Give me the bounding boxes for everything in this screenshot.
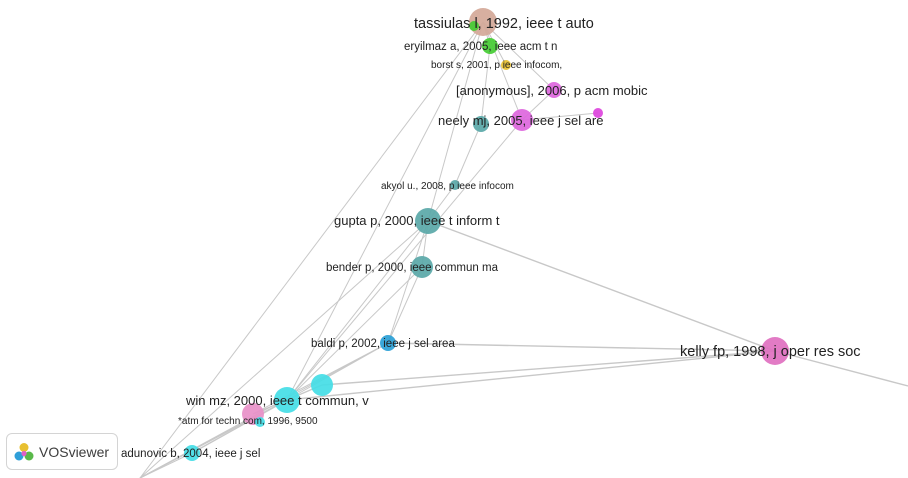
link-edge xyxy=(521,112,599,121)
vosviewer-label: VOSviewer xyxy=(39,443,110,460)
node-label-bender[interactable]: bender p, 2000, ieee commun ma xyxy=(326,262,499,274)
vosviewer-badge[interactable]: VOSviewer xyxy=(6,433,118,470)
node-gupta[interactable] xyxy=(415,208,441,234)
node-eryilmaz[interactable] xyxy=(482,38,498,54)
link-edge xyxy=(286,21,484,401)
link-edge xyxy=(427,220,776,352)
node-label-baldi[interactable]: baldi p, 2002, ieee j sel area xyxy=(311,338,455,350)
node-neely[interactable] xyxy=(511,109,533,131)
labels-layer: tassiulas l, 1992, ieee t auto eryilmaz a… xyxy=(121,16,861,460)
node-kelly[interactable] xyxy=(761,337,789,365)
link-edge xyxy=(482,21,555,91)
node-label-akyol[interactable]: akyol u., 2008, p ieee infocom xyxy=(381,181,514,192)
node-label-anonymous[interactable]: [anonymous], 2006, p acm mobic xyxy=(456,83,648,98)
node-label-neely[interactable]: neely mj, 2005, ieee j sel are xyxy=(438,113,603,128)
link-edge xyxy=(774,350,908,387)
node-magenta-small[interactable] xyxy=(593,108,603,118)
node-radunovic[interactable] xyxy=(184,445,200,461)
link-edge xyxy=(139,21,484,478)
link-edge xyxy=(139,220,429,478)
link-edge xyxy=(286,119,523,401)
node-cyan-atm[interactable] xyxy=(255,417,265,427)
node-baldi[interactable] xyxy=(380,335,396,351)
node-label-atm[interactable]: *atm for techn com, 1996, 9500 xyxy=(178,416,318,427)
vosviewer-logo-icon xyxy=(14,442,34,460)
link-edge xyxy=(454,123,482,186)
node-label-win[interactable]: win mz, 2000, ieee t commun, v xyxy=(185,393,369,408)
nodes-layer xyxy=(184,8,789,461)
link-edge xyxy=(286,220,429,401)
link-edge xyxy=(139,342,389,478)
link-edge xyxy=(321,350,776,386)
link-edge xyxy=(427,21,484,222)
node-anonymous[interactable] xyxy=(546,82,562,98)
link-edge xyxy=(387,220,429,344)
node-green-small[interactable] xyxy=(469,21,479,31)
node-label-kelly[interactable]: kelly fp, 1998, j oper res soc xyxy=(680,344,861,360)
node-borst[interactable] xyxy=(501,60,511,70)
node-win[interactable] xyxy=(274,387,300,413)
node-label-eryilmaz[interactable]: eryilmaz a, 2005, ieee acm t n xyxy=(404,41,557,53)
node-teal-neely[interactable] xyxy=(473,116,489,132)
node-label-borst[interactable]: borst s, 2001, p ieee infocom, xyxy=(431,60,562,71)
link-edge xyxy=(286,266,423,401)
link-edge xyxy=(387,342,776,352)
node-label-gupta[interactable]: gupta p, 2000, ieee t inform t xyxy=(334,213,500,228)
node-label-tassiulas[interactable]: tassiulas l, 1992, ieee t auto xyxy=(414,16,594,32)
link-edge xyxy=(480,45,491,125)
node-akyol[interactable] xyxy=(450,180,460,190)
link-edge xyxy=(482,21,523,121)
node-cyan-mid[interactable] xyxy=(311,374,333,396)
link-edge xyxy=(286,350,776,401)
link-edge xyxy=(387,266,423,344)
node-label-radunovic[interactable]: adunovic b, 2004, ieee j sel xyxy=(121,448,260,460)
node-bender[interactable] xyxy=(411,256,433,278)
